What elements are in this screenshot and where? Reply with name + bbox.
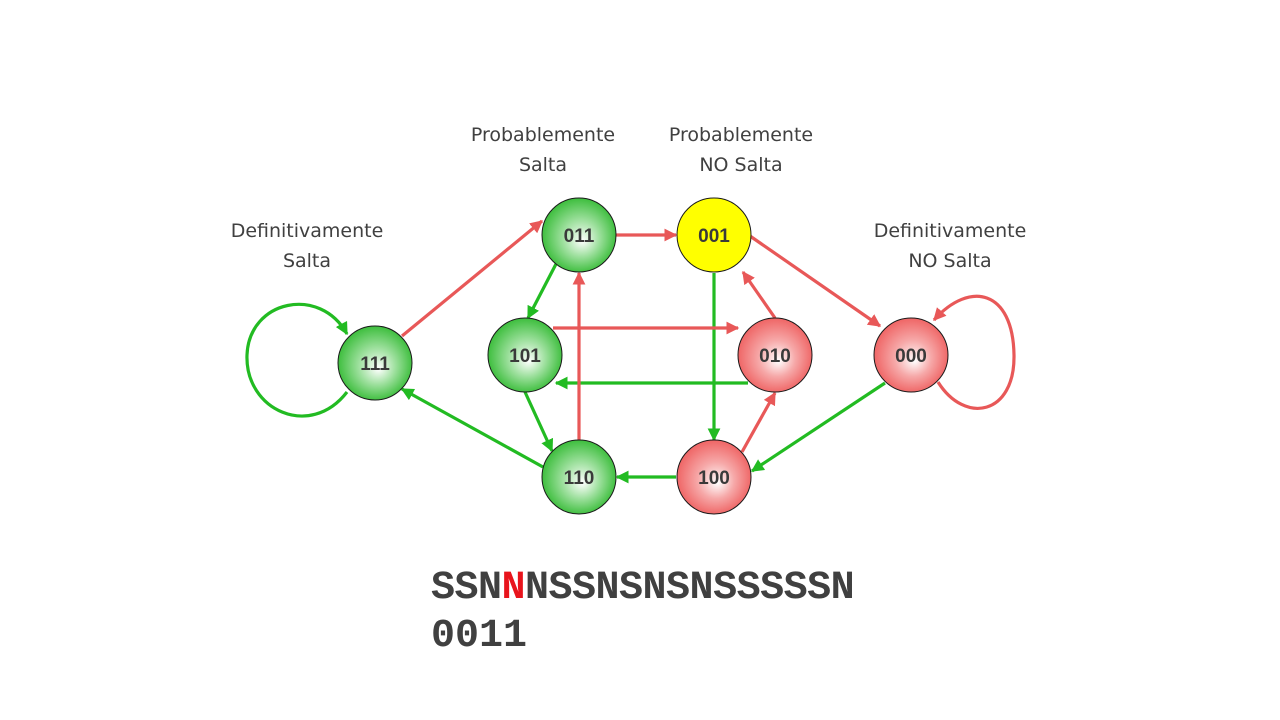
state-circle	[676, 197, 752, 273]
transitions	[245, 219, 1016, 484]
transition-111-to-111	[245, 302, 349, 418]
label-line: Definitivamente	[873, 220, 1027, 242]
transition-000-to-100	[750, 381, 886, 473]
state-label: 110	[564, 468, 595, 489]
label-definitivamente-no-salta: Definitivamente NO Salta	[850, 216, 1050, 276]
state-010: 010	[737, 317, 813, 393]
label-line: Probablemente	[668, 124, 814, 146]
state-011: 011	[541, 197, 617, 273]
transition-111-to-011	[400, 219, 544, 338]
label-line: Probablemente	[470, 124, 616, 146]
state-circle	[676, 439, 752, 515]
transition-001-to-000	[749, 234, 882, 328]
label-definitivamente-salta: Definitivamente Salta	[207, 216, 407, 276]
state-label: 111	[360, 354, 390, 375]
state-circle	[487, 317, 563, 393]
state-label: 100	[698, 468, 730, 489]
state-circle	[337, 325, 413, 401]
label-probablemente-salta: Probablemente Salta	[443, 120, 643, 180]
label-line: NO Salta	[699, 154, 783, 176]
sequence-after: NSSNSNSNSSSSSN	[525, 566, 855, 611]
label-probablemente-no-salta: Probablemente NO Salta	[641, 120, 841, 180]
transition-110-to-111	[400, 387, 544, 469]
state-100: 100	[676, 439, 752, 515]
transition-101-to-110	[523, 391, 554, 453]
label-line: Salta	[518, 154, 568, 176]
state-label: 010	[759, 346, 791, 367]
state-111: 111	[337, 325, 413, 401]
state-000: 000	[873, 317, 949, 393]
state-circle	[873, 317, 949, 393]
label-line: Salta	[282, 250, 332, 272]
state-001: 001	[676, 197, 752, 273]
state-label: 000	[895, 346, 927, 367]
state-label: 101	[509, 346, 541, 367]
transition-100-to-010	[740, 391, 777, 453]
transition-011-to-101	[526, 263, 558, 320]
state-label: 001	[698, 226, 730, 247]
transition-010-to-001	[741, 270, 777, 319]
sequence-current: N	[501, 566, 526, 611]
state-circle	[541, 197, 617, 273]
state-110: 110	[541, 439, 617, 515]
transition-000-to-000	[932, 294, 1016, 410]
current-state: 0011	[431, 614, 528, 659]
state-label: 011	[564, 226, 595, 247]
state-101: 101	[487, 317, 563, 393]
label-line: Definitivamente	[230, 220, 384, 242]
state-circle	[541, 439, 617, 515]
label-line: NO Salta	[908, 250, 992, 272]
sequence-before: SSN	[431, 566, 502, 611]
state-circle	[737, 317, 813, 393]
branch-sequence: SSNNNSSNSNSNSSSSSN	[431, 565, 855, 613]
states: 111 011 101 110 001 010 100 000	[337, 197, 949, 515]
